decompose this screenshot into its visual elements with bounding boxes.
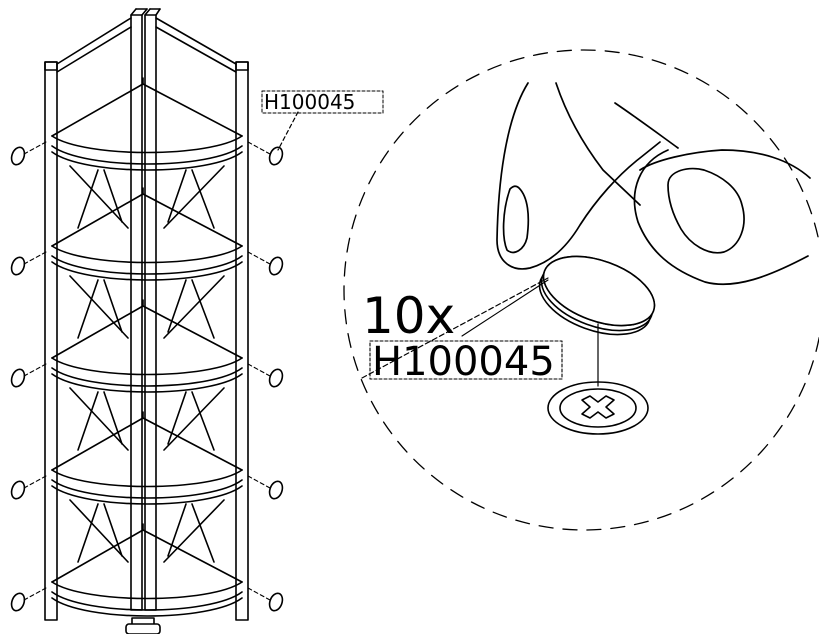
top-rails xyxy=(56,17,237,73)
shelf xyxy=(51,523,243,617)
quantity-label: 10x xyxy=(362,287,455,345)
post-front-right xyxy=(235,61,249,621)
shelf xyxy=(51,299,243,451)
post-front-left xyxy=(44,61,58,621)
screw-cap-icon xyxy=(10,587,47,612)
screw-cap-icon xyxy=(10,251,47,276)
screw-cap-icon xyxy=(247,251,284,276)
part-label-large-box xyxy=(369,340,563,380)
screw-cap-icon xyxy=(247,363,284,388)
detail-circle xyxy=(343,49,819,531)
screw-cap-icon xyxy=(247,587,284,612)
screw-cap-icon xyxy=(247,141,284,166)
screw-cap-icon xyxy=(10,363,47,388)
part-label-small-box xyxy=(261,90,384,114)
shelf xyxy=(51,77,243,229)
finger-thumb xyxy=(614,102,811,286)
corner-shelf-unit xyxy=(10,8,284,634)
finger-index xyxy=(496,82,661,270)
bottom-foot xyxy=(125,617,161,634)
part-label-small: H100045 xyxy=(264,90,355,114)
cross-screw-head-icon xyxy=(547,381,649,435)
detail-pointer-line xyxy=(461,279,549,337)
screw-cap-detail xyxy=(538,255,656,336)
shelf xyxy=(51,187,243,339)
screw-cap-icon xyxy=(247,475,284,500)
label-leader-line xyxy=(277,111,299,151)
part-label-large: H100045 xyxy=(372,339,555,385)
shelf xyxy=(51,411,243,563)
screw-cap-icon xyxy=(10,141,47,166)
detail-leader-line xyxy=(361,277,549,379)
screw-cap-icon xyxy=(10,475,47,500)
detail-magnifier xyxy=(343,49,819,531)
